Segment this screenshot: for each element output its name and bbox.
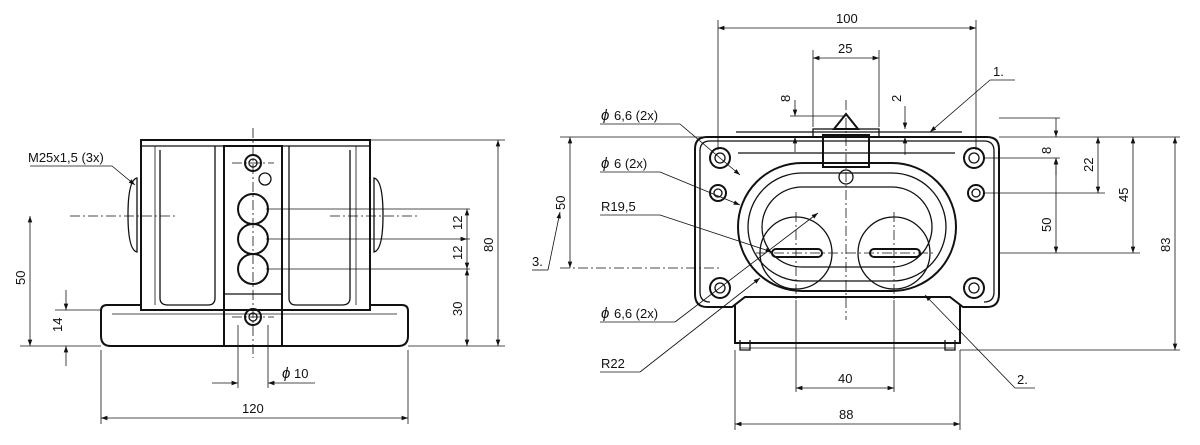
flange-inner-right [710,140,995,303]
dim-12a-label: 12 [450,216,465,230]
dim-8-top-label: 8 [778,95,793,102]
callout-3-label: 3. [532,254,543,269]
thread-nub-right [373,177,384,253]
dim-phi6-label: 6 (2x) [614,156,647,171]
dim-phi66-bottom-symbol: ϕ [601,305,609,322]
leader-r22 [639,277,761,373]
dim-83-label: 83 [1158,238,1173,252]
actuator-hole [838,169,854,185]
leader-callout-3 [547,211,561,271]
oval-cavity-outer [737,162,957,292]
mount-hole-bottom-right-inner [968,282,980,294]
dim-phi6-symbol: ϕ [601,155,609,172]
oval-cavity-mid [747,172,947,282]
foot-left [739,340,751,351]
pocket-left [159,146,216,306]
dim-r22-label: R22 [601,356,625,371]
side-view: M25x1,5 (3x) 50 14 12 12 30 80 120 ϕ 10 [13,128,505,424]
dim-100-label: 100 [836,11,858,26]
leader-phi66-bottom [674,212,819,323]
dim-22-label: 22 [1081,158,1096,172]
leader-phi66-top [679,123,741,176]
actuator-pin [831,112,861,130]
mount-hole-bottom-left-inner [714,282,726,294]
flange-outline [694,136,1000,308]
dim-40-label: 40 [838,371,852,386]
dim-120-label: 120 [242,401,264,416]
dim-phi66-top-label: 6,6 (2x) [614,108,658,123]
dim-r195-label: R19,5 [601,199,636,214]
dim-2-label: 2 [889,95,904,102]
slot-left [771,248,823,258]
dim-phi66-bottom-label: 6,6 (2x) [614,306,658,321]
lower-body [734,305,961,344]
small-hole [258,172,272,186]
pocket-right [288,146,351,306]
front-view: 100 25 8 2 1. ϕ 6,6 (2x) ϕ 6 (2x) R19,5 [532,11,1180,430]
dim-45-label: 45 [1116,188,1131,202]
dim-thread-label: M25x1,5 (3x) [28,150,104,165]
dim-50-front-left-label: 50 [553,196,568,210]
leader-phi6 [659,171,741,206]
leader-r195 [659,214,773,253]
oval-cavity-inner [761,186,933,268]
callout-1-label: 1. [993,64,1004,79]
mount-hole-bottom-left [709,277,731,299]
leader-thread [111,165,136,186]
dim-50-right-label: 50 [1039,218,1054,232]
dim-30-label: 30 [450,302,465,316]
leader-callout-2 [924,294,1016,389]
callout-2-label: 2. [1017,372,1028,387]
mount-hole-top-right-inner [968,152,980,164]
foot-right [944,340,956,351]
mount-hole-mid-right [967,184,985,202]
dim-8-right-label: 8 [1039,147,1054,154]
mount-hole-mid-left-inner [713,188,723,198]
mount-hole-top-left [709,147,731,169]
dim-50-side-label: 50 [13,271,28,285]
dim-phi-10-label: 10 [294,366,308,381]
dim-phi-symbol: ϕ [282,365,290,382]
mount-hole-top-left-inner [714,152,726,164]
dim-phi66-top-symbol: ϕ [601,107,609,124]
dim-25-label: 25 [838,41,852,56]
mount-hole-bottom-right [963,277,985,299]
leader-callout-1 [929,79,991,133]
dim-12b-label: 12 [450,246,465,260]
thread-nub-left [127,177,138,253]
dim-80-label: 80 [481,238,496,252]
mount-hole-top-right [963,147,985,169]
dim-14-label: 14 [50,318,65,332]
base-plate [100,304,409,347]
mount-hole-mid-right-inner [971,188,981,198]
flange-inner-left [699,140,711,303]
dim-88-label: 88 [839,407,853,422]
